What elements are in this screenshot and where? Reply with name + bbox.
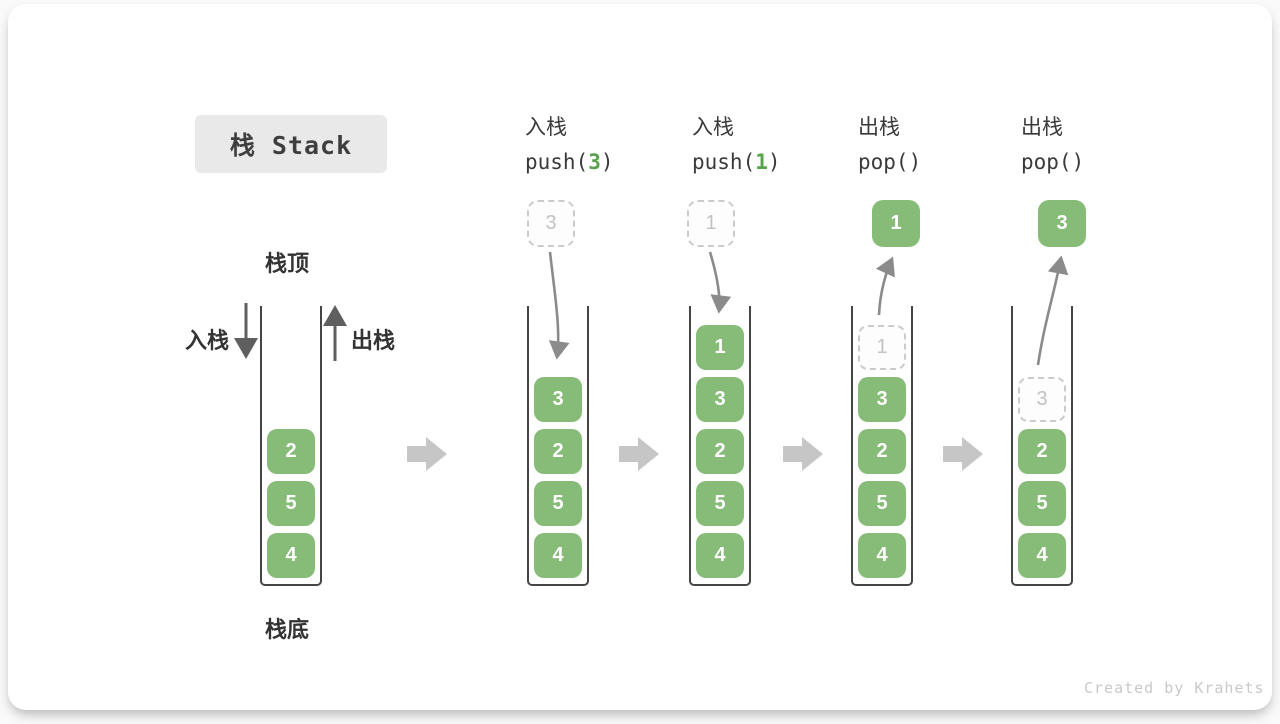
popped-cell: 1 [872,200,920,247]
transition-arrow-icon [943,437,983,471]
stack-cell: 3 [858,377,906,422]
title-box: 栈 Stack [195,115,387,173]
transition-arrow-icon [783,437,823,471]
floating-ghost-cell: 3 [527,200,575,247]
transition-arrow-icon [619,437,659,471]
transition-arrow-icon [407,437,447,471]
stack-cell: 3 [696,377,744,422]
header-code-label: push(3) [525,150,614,174]
stack-cell: 5 [1018,481,1066,526]
floating-ghost-cell: 1 [687,200,735,247]
stack-bottom-label: 栈底 [265,617,310,642]
column-header-push-3: 入栈 push(3) [525,110,614,180]
header-code-label: pop() [1021,150,1085,174]
stack-cell: 4 [534,533,582,578]
ghost-cell: 3 [1018,377,1066,422]
header-cn-label: 入栈 [692,116,734,139]
stack-cell: 5 [858,481,906,526]
column-header-push-1: 入栈 push(1) [692,110,781,180]
title-text: 栈 Stack [229,131,353,160]
header-cn-label: 出栈 [1021,116,1063,139]
header-cn-label: 出栈 [858,116,900,139]
stack-cell: 2 [858,429,906,474]
stack-top-label: 栈顶 [265,251,310,276]
stack-cell: 3 [534,377,582,422]
arrows-overlay [234,251,1069,471]
curved-arrow-push1-icon [708,251,732,314]
column-header-pop-2: 出栈 pop() [1021,110,1084,180]
stack-cell: 5 [696,481,744,526]
pop-side-label: 出栈 [351,328,396,353]
stack-cell: 4 [858,533,906,578]
column-header-pop-1: 出栈 pop() [858,110,921,180]
stack-cell: 1 [696,325,744,370]
stack-cell: 2 [696,429,744,474]
stack-cell: 2 [534,429,582,474]
push-side-label: 入栈 [185,328,230,353]
stack-cell: 4 [267,533,315,578]
stack-cell: 5 [534,481,582,526]
header-code-label: pop() [858,150,922,174]
header-code-label: push(1) [692,150,781,174]
header-cn-label: 入栈 [525,116,567,139]
watermark: Created by Krahets [1084,679,1265,697]
stack-cell: 5 [267,481,315,526]
popped-cell: 3 [1038,200,1086,247]
stack-cell: 2 [267,429,315,474]
stack-cell: 2 [1018,429,1066,474]
stack-cell: 4 [1018,533,1066,578]
stack-cell: 4 [696,533,744,578]
diagram-card: 栈 Stack 栈顶 栈底 入栈 出栈 入栈 push(3) 入栈 push(1… [8,4,1272,710]
ghost-cell: 1 [858,325,906,370]
